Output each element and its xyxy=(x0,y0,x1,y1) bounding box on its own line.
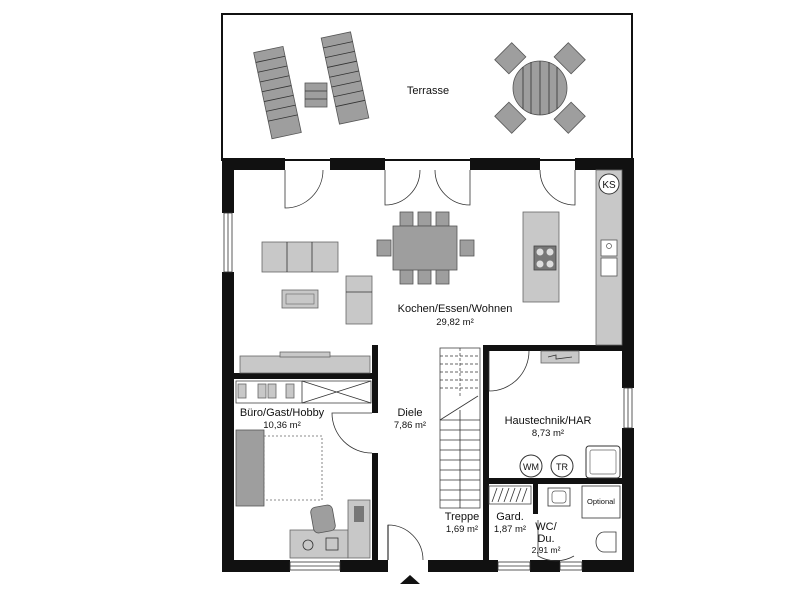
technical-unit xyxy=(540,350,580,364)
kitchen-island xyxy=(522,211,560,303)
guest-bed xyxy=(235,429,265,507)
technical-room-label: Haustechnik/HAR xyxy=(505,415,592,427)
office-area: 10,36 m² xyxy=(263,420,301,431)
wc-fixtures: Optional xyxy=(547,485,621,553)
office-door xyxy=(331,412,373,454)
wardrobe-area: 1,87 m² xyxy=(494,524,526,535)
terrace-doors xyxy=(284,169,576,209)
washing-machine-icon: WM xyxy=(519,454,543,478)
hall-area: 7,86 m² xyxy=(394,420,426,431)
svg-text:WM: WM xyxy=(523,462,539,472)
garden-table xyxy=(494,42,586,134)
technical-room-area: 8,73 m² xyxy=(532,428,564,439)
living-furniture xyxy=(239,169,623,374)
side-table xyxy=(304,82,328,108)
boiler-unit xyxy=(585,445,621,479)
office-shelf xyxy=(235,380,372,404)
tv-sideboard xyxy=(239,355,371,374)
hall-label: Diele xyxy=(397,407,422,419)
office-chair xyxy=(310,504,336,534)
terrace-label: Terrasse xyxy=(407,85,449,97)
wc-label-line2: Du. xyxy=(537,533,554,545)
armchair xyxy=(345,275,373,325)
outer-walls xyxy=(222,158,634,572)
interior-walls xyxy=(232,345,624,563)
sun-lounger-left xyxy=(253,45,302,140)
office-label: Büro/Gast/Hobby xyxy=(240,407,325,419)
optional-shower xyxy=(581,485,621,519)
stairs-area: 1,69 m² xyxy=(446,524,478,535)
wc-label-line1: WC/ xyxy=(535,521,557,533)
fridge-ks-icon: KS xyxy=(598,173,620,195)
toilet xyxy=(595,531,617,553)
dryer-icon: TR xyxy=(550,454,574,478)
terrace-area: Terrasse xyxy=(221,13,633,161)
dining-table xyxy=(376,211,475,285)
washbasin xyxy=(547,487,571,507)
entrance-arrow-icon xyxy=(400,575,420,584)
office-furniture xyxy=(235,380,372,559)
wardrobe-rail xyxy=(488,485,532,505)
svg-text:TR: TR xyxy=(556,462,568,472)
wc-door xyxy=(537,520,575,562)
sun-lounger-right xyxy=(320,31,370,125)
kitchen-counter xyxy=(595,169,623,346)
coffee-table xyxy=(281,289,319,309)
windows xyxy=(223,212,633,571)
living-room-label: Kochen/Essen/Wohnen xyxy=(398,303,513,315)
staircase xyxy=(439,347,481,509)
wardrobe-label: Gard. xyxy=(496,511,524,523)
technical-room-door xyxy=(488,350,530,392)
wc-area: 2,91 m² xyxy=(532,545,561,555)
desk xyxy=(289,529,349,559)
stairs-label: Treppe xyxy=(445,511,479,523)
sofa xyxy=(261,241,339,273)
living-room-area: 29,82 m² xyxy=(436,317,474,328)
svg-text:KS: KS xyxy=(602,180,616,191)
optional-label: Optional xyxy=(587,497,615,506)
entrance-door xyxy=(387,524,424,561)
